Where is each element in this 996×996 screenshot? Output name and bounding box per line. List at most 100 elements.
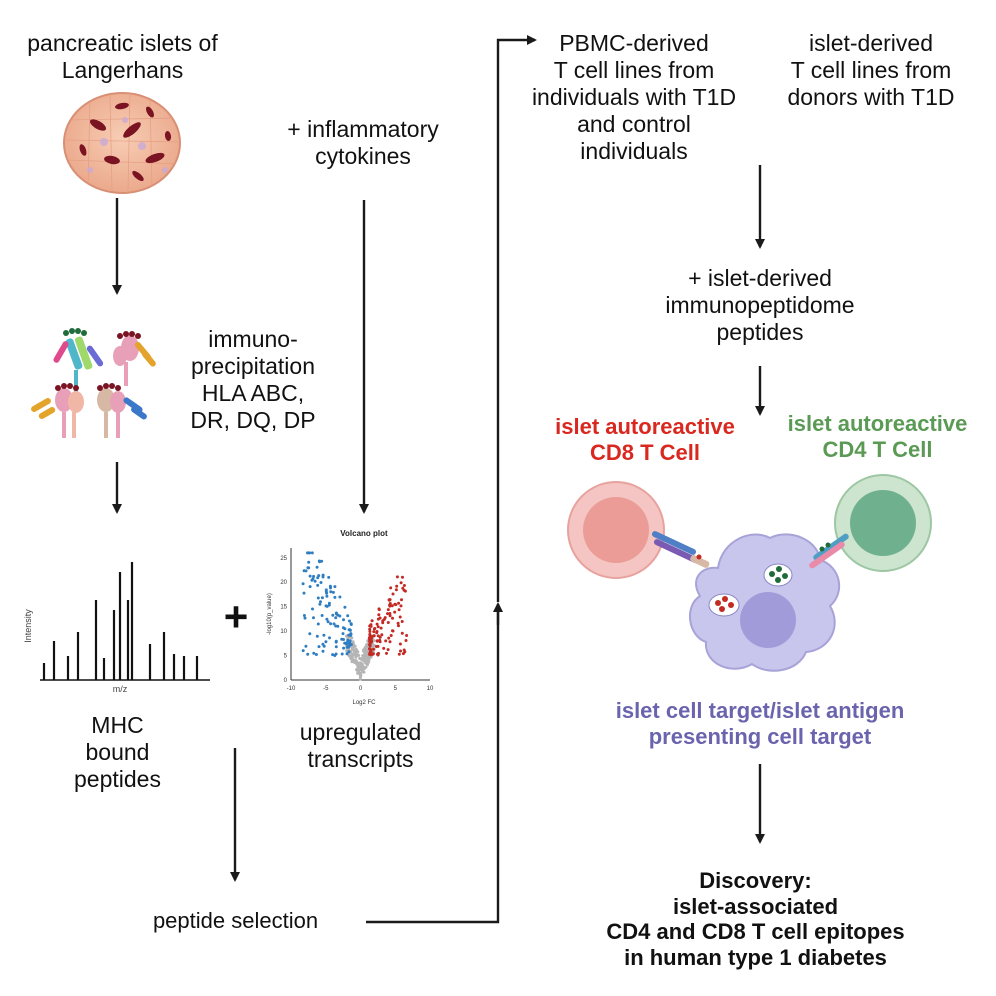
volcano-point <box>313 579 317 583</box>
volcano-point <box>397 608 401 612</box>
volcano-point <box>400 598 403 602</box>
volcano-point <box>307 551 310 555</box>
volcano-point <box>325 617 329 621</box>
volcano-point <box>387 636 391 640</box>
volcano-y-tick-label: 5 <box>284 654 288 660</box>
tcr-mhc-right <box>809 533 849 569</box>
volcano-point <box>388 612 392 615</box>
volcano-point <box>320 614 324 617</box>
islets-label: pancreatic islets of Langerhans <box>27 30 218 83</box>
volcano-point <box>388 614 392 618</box>
volcano-point <box>320 596 324 600</box>
volcano-point <box>343 641 347 645</box>
volcano-point <box>369 655 373 659</box>
volcano-point <box>364 658 368 662</box>
volcano-x-tick-label: 5 <box>394 686 398 692</box>
cd4-label: islet autoreactive CD4 T Cell <box>787 411 968 462</box>
volcano-point <box>304 569 308 573</box>
volcano-point <box>367 660 371 664</box>
volcano-title: Volcano plot <box>340 529 388 538</box>
volcano-point <box>322 644 326 648</box>
volcano-point <box>334 639 338 643</box>
volcano-point <box>390 604 394 608</box>
volcano-point <box>400 631 404 635</box>
volcano-point <box>358 663 362 667</box>
volcano-point <box>348 619 351 623</box>
volcano-point <box>341 626 345 630</box>
volcano-point <box>316 576 320 580</box>
volcano-point <box>382 646 386 650</box>
volcano-point <box>378 640 382 644</box>
volcano-point <box>375 631 379 635</box>
volcano-point <box>316 622 320 626</box>
volcano-point <box>366 645 370 649</box>
volcano-point <box>364 651 368 655</box>
volcano-point <box>312 616 315 620</box>
volcano-point <box>368 640 372 643</box>
volcano-point <box>346 614 350 618</box>
volcano-point <box>382 617 386 621</box>
volcano-point <box>373 627 377 630</box>
target-label: islet cell target/islet antigen presenti… <box>615 698 905 749</box>
volcano-point <box>366 655 370 658</box>
volcano-point <box>329 586 332 590</box>
volcano-point <box>328 636 331 640</box>
volcano-point <box>347 644 351 648</box>
discovery-label: Discovery: islet-associated CD4 and CD8 … <box>606 868 905 971</box>
volcano-point <box>307 560 311 564</box>
volcano-points <box>301 551 409 681</box>
volcano-point <box>303 616 307 620</box>
volcano-point <box>329 622 333 626</box>
volcano-point <box>308 632 312 636</box>
volcano-point <box>353 660 357 664</box>
volcano-point <box>346 638 350 642</box>
volcano-ylabel: -log10(p_value) <box>267 593 273 635</box>
volcano-point <box>356 669 360 673</box>
volcano-point <box>301 582 305 586</box>
volcano-point <box>325 591 329 595</box>
volcano-point <box>312 651 316 655</box>
volcano-point <box>378 635 382 639</box>
volcano-point <box>308 585 312 589</box>
volcano-point <box>397 624 400 628</box>
volcano-point <box>369 648 373 652</box>
volcano-y-tick-label: 10 <box>280 629 287 635</box>
volcano-point <box>301 649 305 653</box>
volcano-x-tick-label: 10 <box>427 686 434 692</box>
volcano-point <box>361 654 365 658</box>
volcano-point <box>310 551 314 555</box>
volcano-point <box>376 652 379 656</box>
volcano-point <box>391 616 394 620</box>
volcano-point <box>324 588 328 592</box>
volcano-point <box>349 657 353 660</box>
volcano-point <box>389 634 393 637</box>
volcano-point <box>319 600 322 604</box>
volcano-point <box>374 645 378 648</box>
volcano-point <box>355 663 359 667</box>
transcripts-label: upregulated transcripts <box>299 719 422 772</box>
cd8-label: islet autoreactive CD8 T Cell <box>555 414 735 465</box>
volcano-point <box>302 614 306 617</box>
volcano-point <box>317 645 321 649</box>
volcano-point <box>318 560 322 564</box>
volcano-point <box>321 649 325 653</box>
connector-left-vertical <box>496 35 537 602</box>
volcano-point <box>372 647 375 651</box>
volcano-point <box>394 588 398 592</box>
volcano-point <box>333 654 337 657</box>
volcano-point <box>369 637 373 641</box>
volcano-point <box>334 616 338 620</box>
volcano-point <box>361 658 364 662</box>
volcano-point <box>348 639 352 643</box>
cd8-t-cell <box>567 481 665 579</box>
volcano-point <box>338 595 342 599</box>
volcano-point <box>327 601 331 605</box>
volcano-point <box>356 671 360 675</box>
volcano-point <box>306 652 310 656</box>
volcano-point <box>372 634 376 638</box>
volcano-point <box>377 613 381 617</box>
